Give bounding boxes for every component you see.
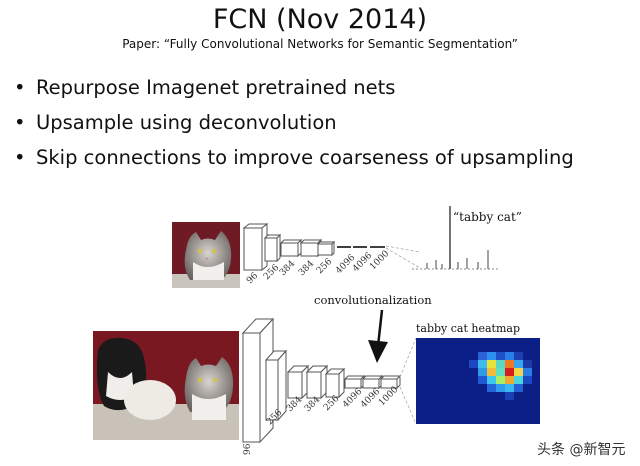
- top-layer-label: 256: [315, 257, 334, 276]
- bullet-text: Repurpose Imagenet pretrained nets: [36, 76, 396, 99]
- bottom-layer-label: 4096: [341, 387, 364, 410]
- top-layer-label: 1000: [368, 249, 391, 272]
- top-layer-label: 384: [297, 259, 316, 278]
- bottom-layer-block: [305, 364, 329, 400]
- top-layer-block: [279, 238, 303, 258]
- top-layer-block: [242, 222, 269, 272]
- middle-caption: convolutionalization: [314, 293, 432, 307]
- bullet-item: • Upsample using deconvolution: [14, 105, 574, 140]
- bullet-list: • Repurpose Imagenet pretrained nets • Ups…: [14, 70, 574, 175]
- bullet-dot-icon: •: [14, 76, 26, 99]
- bottom-dog-cat-photo: [93, 331, 239, 440]
- top-layer-label: 384: [278, 259, 297, 278]
- bottom-dashed-projection: [399, 337, 417, 425]
- bullet-text: Upsample using deconvolution: [36, 111, 337, 134]
- bullet-dot-icon: •: [14, 111, 26, 134]
- bullet-text: Skip connections to improve coarseness o…: [36, 146, 574, 169]
- top-layer-block: [263, 233, 282, 263]
- slide-title: FCN (Nov 2014): [212, 4, 428, 35]
- top-layer-block: [316, 240, 336, 257]
- bottom-layer-block: [324, 367, 346, 399]
- top-cat-photo: [172, 222, 240, 288]
- bullet-item: • Skip connections to improve coarseness …: [14, 140, 574, 175]
- bottom-layer-block: [361, 374, 384, 390]
- top-caption: “tabby cat”: [453, 210, 522, 224]
- class-score-plot: [412, 206, 498, 270]
- slide-subtitle: Paper: “Fully Convolutional Networks for…: [122, 37, 518, 51]
- tabby-cat-heatmap: [416, 338, 540, 424]
- bottom-network-layers: [241, 317, 402, 444]
- watermark: 头条 @新智元: [537, 442, 626, 458]
- heatmap-caption: tabby cat heatmap: [416, 322, 520, 335]
- top-dashed-projection: [385, 245, 421, 269]
- bottom-layer-block: [264, 349, 288, 422]
- bottom-layer-block: [286, 364, 310, 400]
- bottom-layer-label: 96: [243, 443, 253, 455]
- top-layer-label: 96: [245, 271, 260, 286]
- bullet-dot-icon: •: [14, 146, 26, 169]
- bottom-layer-block: [343, 374, 366, 390]
- down-arrow-icon: [368, 309, 388, 363]
- bottom-layer-block: [379, 374, 402, 390]
- top-network-layers: [242, 222, 336, 272]
- bullet-item: • Repurpose Imagenet pretrained nets: [14, 70, 574, 105]
